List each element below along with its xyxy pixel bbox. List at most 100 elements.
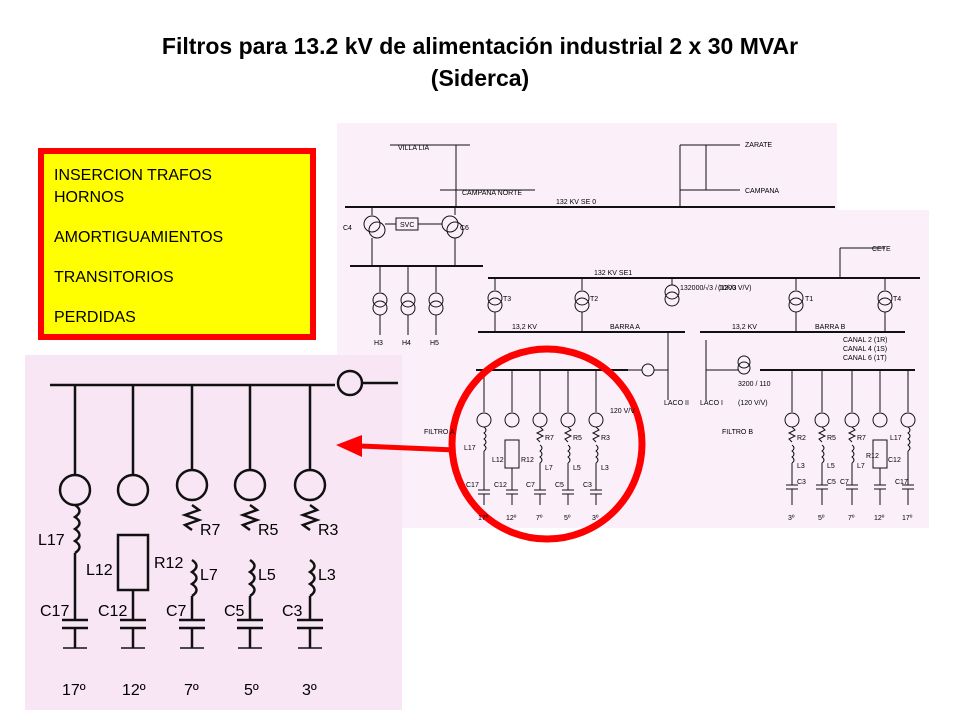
title-line-2: (Siderca) <box>430 65 530 91</box>
label-fa-r5: R5 <box>573 435 582 442</box>
zoom-label-h5: 5º <box>244 682 259 699</box>
label-channel-4: CANAL 4 (1S) <box>843 346 887 353</box>
label-fb-l3: L3 <box>797 463 805 470</box>
callout-box: INSERCION TRAFOS HORNOS AMORTIGUAMIENTOS… <box>38 148 316 340</box>
label-laco-1: LACO I <box>700 400 723 407</box>
label-fb-r5: R5 <box>827 435 836 442</box>
zoom-label-h3: 3º <box>302 682 317 699</box>
page-title: Filtros para 13.2 kV de alimentación ind… <box>0 30 960 94</box>
label-equipment-t2: T2 <box>590 296 598 303</box>
label-busbar-b-voltage: 13,2 KV <box>732 324 757 331</box>
label-fb-h3: 3º <box>788 515 795 522</box>
zoom-label-c5: C5 <box>224 603 245 620</box>
label-fa-c12: C12 <box>494 482 507 489</box>
label-fb-r2: R2 <box>797 435 806 442</box>
label-fb-c5: C5 <box>827 479 836 486</box>
label-fb-h5: 5º <box>818 515 825 522</box>
zoom-label-c7: C7 <box>166 603 187 620</box>
zoom-label-h12: 12º <box>122 682 146 699</box>
label-fa-h5: 5º <box>564 515 571 522</box>
label-station-campana-norte: CAMPANA NORTE <box>462 190 522 197</box>
filter-b-branches <box>784 370 916 505</box>
zoom-label-r5: R5 <box>258 522 279 539</box>
zoom-label-l7: L7 <box>200 567 218 584</box>
highlight-circle <box>448 345 646 543</box>
zoom-label-r7: R7 <box>200 522 221 539</box>
label-fb-l17: L17 <box>890 435 902 442</box>
label-equipment-t1: T1 <box>805 296 813 303</box>
label-equipment-c4: C4 <box>343 225 352 232</box>
zoom-label-c12: C12 <box>98 603 127 620</box>
label-station-zarate: ZARATE <box>745 142 772 149</box>
label-busbar-a: BARRA A <box>610 324 640 331</box>
label-fb-r12: R12 <box>866 453 879 460</box>
callout-item-3: AMORTIGUAMIENTOS <box>54 229 224 246</box>
callout-item-2: HORNOS <box>54 189 125 206</box>
label-fb-c12: C12 <box>888 457 901 464</box>
zoom-label-h17: 17º <box>62 682 86 699</box>
callout-item-1: INSERCION TRAFOS <box>54 167 212 184</box>
label-rating-vt-b: 3200 / 110 <box>738 381 771 388</box>
label-equipment-t4: T4 <box>893 296 901 303</box>
label-fa-r12: R12 <box>521 457 534 464</box>
label-fa-h3: 3º <box>592 515 599 522</box>
zoom-label-l5: L5 <box>258 567 276 584</box>
label-station-cete: CETE <box>872 246 891 253</box>
zoom-inset-paper <box>25 355 402 710</box>
label-equipment-h3: H3 <box>374 340 383 347</box>
label-rating-pt-vv: (1200 V/V) <box>718 285 751 292</box>
label-fa-c5: C5 <box>555 482 564 489</box>
label-fa-l12: L12 <box>492 457 504 464</box>
zoom-label-r12: R12 <box>154 555 183 572</box>
label-filter-b: FILTRO B <box>722 429 753 436</box>
zoom-label-c17: C17 <box>40 603 69 620</box>
label-fb-c7: C7 <box>840 479 849 486</box>
label-fb-c3: C3 <box>797 479 806 486</box>
label-station-villa-lia: VILLA LIA <box>398 145 429 152</box>
label-fb-l5: L5 <box>827 463 835 470</box>
label-fb-c17: C17 <box>895 479 908 486</box>
zoom-label-c3: C3 <box>282 603 303 620</box>
label-laco-2: LACO II <box>664 400 689 407</box>
label-fb-r7: R7 <box>857 435 866 442</box>
zoom-label-l3: L3 <box>318 567 336 584</box>
label-rating-vt-a: 120 V/V <box>610 408 635 415</box>
label-fa-l7: L7 <box>545 465 553 472</box>
label-busbar-a-voltage: 13,2 KV <box>512 324 537 331</box>
label-channel-6: CANAL 6 (1T) <box>843 355 887 362</box>
label-equipment-svc: SVC <box>400 222 414 229</box>
label-fb-h7: 7º <box>848 515 855 522</box>
label-fb-h12: 12º <box>874 515 885 522</box>
zoom-label-h7: 7º <box>184 682 199 699</box>
label-fa-h7: 7º <box>536 515 543 522</box>
callout-item-5: PERDIDAS <box>54 309 136 326</box>
label-rating-vt-b-vv: (120 V/V) <box>738 400 768 407</box>
label-rating-pt: 132000/√3 / 10/√3 <box>680 284 736 292</box>
label-fb-l7: L7 <box>857 463 865 470</box>
highlight-arrow-line <box>359 443 456 453</box>
label-equipment-h4: H4 <box>402 340 411 347</box>
label-fb-h17: 17º <box>902 515 913 522</box>
callout-item-4: TRANSITORIOS <box>54 269 174 286</box>
label-busbar-se1: 132 KV SE1 <box>594 270 632 277</box>
zoom-label-l12: L12 <box>86 562 113 579</box>
label-station-campana: CAMPANA <box>745 188 779 195</box>
label-busbar-se0: 132 KV SE 0 <box>556 199 596 206</box>
label-fa-l17: L17 <box>464 445 476 452</box>
label-fa-l3: L3 <box>601 465 609 472</box>
title-line-1: Filtros para 13.2 kV de alimentación ind… <box>161 33 799 59</box>
label-fa-h17: 17º <box>478 515 489 522</box>
label-fa-c7: C7 <box>526 482 535 489</box>
label-equipment-c6: C6 <box>460 225 469 232</box>
label-equipment-h5: H5 <box>430 340 439 347</box>
label-fa-c3: C3 <box>583 482 592 489</box>
label-fa-c17: C17 <box>466 482 479 489</box>
filter-a-branches <box>476 370 604 505</box>
label-fa-h12: 12º <box>506 515 517 522</box>
highlight-arrow-head <box>336 435 362 457</box>
label-busbar-b: BARRA B <box>815 324 846 331</box>
label-channel-2: CANAL 2 (1R) <box>843 337 887 344</box>
label-filter-a: FILTRO A <box>424 429 455 436</box>
label-fa-l5: L5 <box>573 465 581 472</box>
